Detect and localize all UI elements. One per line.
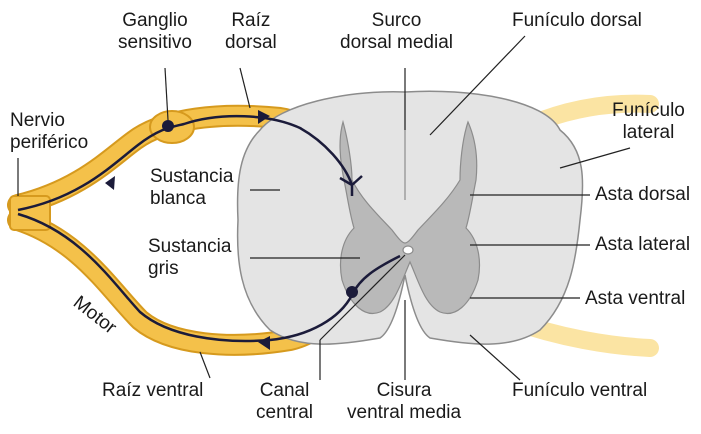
ganglion-neuron [162,120,174,132]
label-funiculo-dorsal: Funículo dorsal [512,10,642,32]
label-raiz-dorsal: Raíz dorsal [225,10,277,54]
label-surco-dorsal-medial: Surco dorsal medial [340,10,453,54]
label-cisura-ventral-media: Cisura ventral media [347,380,461,424]
label-asta-dorsal: Asta dorsal [595,184,690,206]
label-asta-ventral: Asta ventral [585,288,685,310]
label-funiculo-ventral: Funículo ventral [512,380,647,402]
label-ganglio-sensitivo: Ganglio sensitivo [118,10,192,54]
motor-neuron [346,286,358,298]
label-asta-lateral: Asta lateral [595,234,690,256]
label-sustancia-gris: Sustancia gris [148,236,231,280]
central-canal [403,246,413,254]
label-nervio-periferico: Nervio periférico [10,110,88,154]
label-raiz-ventral: Raíz ventral [102,380,203,402]
label-canal-central: Canal central [256,380,313,424]
white-matter [238,91,583,344]
label-sustancia-blanca: Sustancia blanca [150,166,233,210]
label-funiculo-lateral: Funículo lateral [612,100,685,144]
